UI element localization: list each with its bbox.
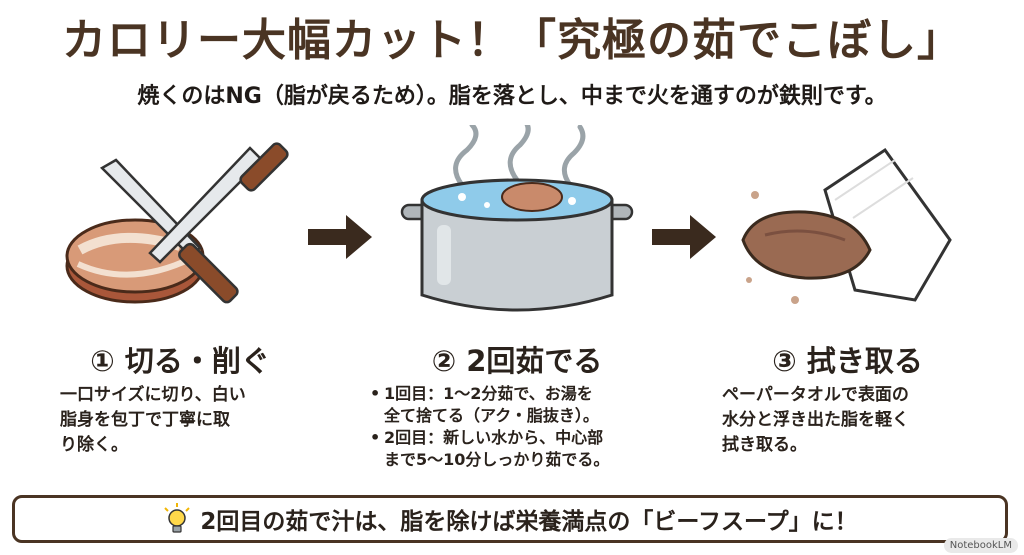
arrow-right-icon [308,215,372,259]
step-1-line: 脂身を包丁で丁寧に取 [60,410,230,430]
step-3-line: 水分と浮き出た脂を軽く [722,410,909,430]
tip-text: 2回目の茹で汁は、脂を除けば栄養満点の「ビーフスープ」に！ [200,509,858,535]
step-1-line: り除く。 [60,435,128,455]
step-1-line: 一口サイズに切り、白い [60,385,246,405]
boiling-pot-icon [400,125,634,312]
knife-and-meat-icon [65,142,289,304]
step-3-description: ペーパータオルで表面の 水分と浮き出た脂を軽く 拭き取る。 [722,383,982,458]
step-2-title: ② 2回茹でる [431,344,603,378]
step-2-bullet: 2回目：新しい水から、中心部 まで5〜10分しっかり茹でる。 [370,427,660,471]
page-subtitle: 焼くのはNG（脂が戻るため）。脂を落とし、中まで火を通すのが鉄則です。 [137,84,887,109]
step-3-line: 拭き取る。 [722,435,807,455]
paper-towel-meat-icon [741,147,952,304]
step-3-line: ペーパータオルで表面の [722,385,909,405]
step-1-title: ① 切る・削ぐ [90,344,270,378]
step-3-title: ③ 拭き取る [772,344,923,378]
page-title: カロリー大幅カット！「究極の茹でこぼし」 [62,15,962,66]
step-1-description: 一口サイズに切り、白い 脂身を包丁で丁寧に取 り除く。 [60,383,305,458]
arrow-right-icon [652,215,716,259]
lightbulb-icon [164,503,191,533]
notebooklm-badge: NotebookLM [943,538,1018,553]
step-2-bullet-line: まで5〜10分しっかり茹でる。 [384,450,610,469]
step-2-description: 1回目：1〜2分茹で、お湯を 全て捨てる（アク・脂抜き）。 2回目：新しい水から… [370,383,660,471]
step-2-bullet-line: 全て捨てる（アク・脂抜き）。 [384,406,599,425]
tip-box: 2回目の茹で汁は、脂を除けば栄養満点の「ビーフスープ」に！ [12,495,1008,543]
step-2-bullet: 1回目：1〜2分茹で、お湯を 全て捨てる（アク・脂抜き）。 [370,383,660,427]
step-2-bullet-line: 2回目：新しい水から、中心部 [384,428,604,447]
step-2-bullet-line: 1回目：1〜2分茹で、お湯を [384,384,593,403]
